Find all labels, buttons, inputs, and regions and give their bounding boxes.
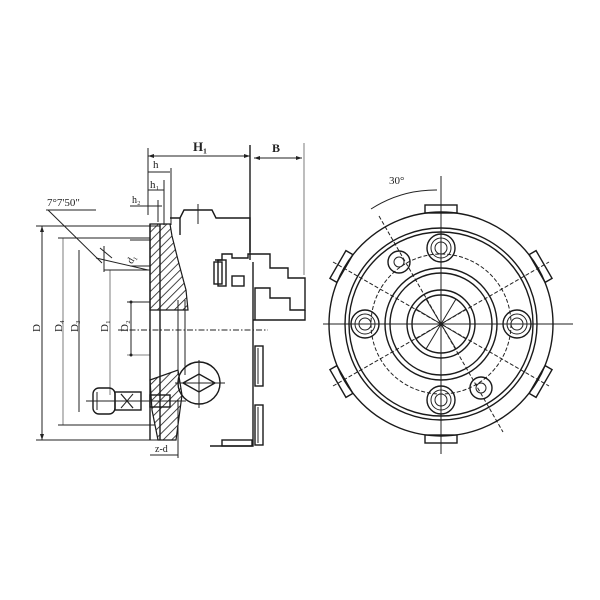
dimension-D4: D₄	[53, 237, 155, 426]
flange-section	[149, 223, 189, 441]
chuck-body	[170, 204, 264, 447]
dimension-H1: H₁	[147, 139, 251, 260]
mounting-bolt	[86, 387, 186, 415]
dimension-zd: z-d	[150, 400, 179, 458]
label-H1: H₁	[193, 139, 207, 154]
angle-30: 30°	[370, 175, 438, 210]
side-view: H₁ B h h₁ h₂ 7°7'50"	[31, 139, 306, 458]
label-D3: D₃	[69, 320, 81, 332]
jaw-tabs	[328, 204, 554, 444]
taper-annotation: 7°7'50"	[46, 197, 149, 272]
jaw	[213, 253, 306, 321]
dimension-D1: D₁	[99, 269, 150, 395]
label-h2: h₂	[132, 195, 141, 206]
label-D4: D₄	[53, 320, 65, 332]
label-h1: h₁	[150, 179, 160, 191]
label-d1: d₁	[125, 253, 139, 266]
dimension-h: h	[148, 159, 172, 225]
mounting-bolts	[350, 233, 532, 415]
label-B: B	[272, 141, 280, 155]
dimension-D: D	[31, 225, 160, 441]
label-D1: D₁	[99, 320, 111, 332]
dimension-d1: d₁	[125, 239, 150, 267]
dimension-B: B	[254, 141, 305, 275]
label-zd: z-d	[155, 444, 168, 455]
label-D2: D₂	[119, 320, 131, 332]
dimension-h1: h₁	[148, 179, 165, 225]
label-D: D	[31, 324, 43, 332]
pinion-key	[175, 360, 225, 408]
dimension-h2: h₂	[130, 195, 162, 222]
slot-detail	[254, 345, 264, 387]
dimension-D2: D₂	[119, 300, 150, 357]
label-h: h	[153, 159, 159, 171]
label-taper: 7°7'50"	[47, 197, 80, 209]
slot-detail	[254, 404, 264, 446]
front-view: 30°	[323, 175, 573, 454]
label-angle: 30°	[389, 175, 404, 187]
key-holes	[387, 250, 493, 400]
dimension-D3: D₃	[69, 250, 81, 412]
